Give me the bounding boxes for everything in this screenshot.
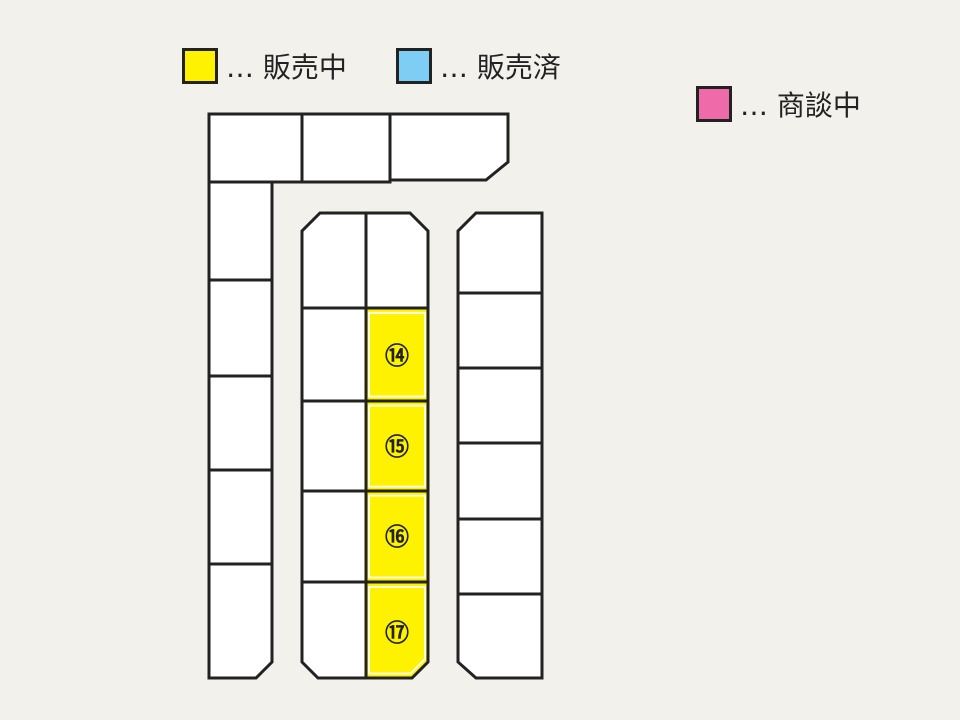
lot-17-inner-border [368, 586, 426, 675]
lot-right-2[interactable] [456, 291, 544, 370]
lot-left-3[interactable] [207, 374, 274, 472]
lot-15-inner-border [368, 404, 426, 488]
lot-16-inner-border [368, 494, 426, 579]
lot-right-6[interactable] [456, 592, 544, 680]
lot-mid-left-4[interactable] [300, 489, 368, 584]
lot-mid-right-1[interactable] [364, 211, 430, 310]
legend-sold: … 販売済 [396, 44, 561, 88]
lot-right-3[interactable] [456, 366, 544, 445]
lot-left-5[interactable] [207, 562, 274, 680]
legend-swatch-for-sale [182, 48, 218, 84]
legend-swatch-negotiating [696, 86, 732, 122]
lot-mid-left-1[interactable] [300, 211, 368, 310]
lot-right-5[interactable] [456, 517, 544, 596]
lot-right-4[interactable] [456, 441, 544, 521]
legend-label-for-sale: … 販売中 [226, 51, 347, 84]
legend-negotiating: … 商談中 [696, 82, 861, 126]
lot-mid-left-5[interactable] [300, 580, 368, 680]
lot-16-label: ⑯ [385, 523, 409, 551]
legend-for-sale: … 販売中 [182, 44, 347, 88]
lot-15-label: ⑮ [385, 433, 409, 461]
legend-swatch-sold [396, 48, 432, 84]
lot-right-1[interactable] [456, 211, 544, 295]
lot-top-1[interactable] [207, 112, 304, 184]
legend-label-sold: … 販売済 [440, 51, 561, 84]
status-lots: ⑭ ⑮ ⑯ ⑰ [364, 306, 430, 680]
lot-left-2[interactable] [207, 278, 274, 378]
lot-mid-left-3[interactable] [300, 399, 368, 493]
lot-left-1[interactable] [207, 180, 274, 282]
lot-17-label: ⑰ [385, 619, 409, 647]
lot-left-4[interactable] [207, 468, 274, 566]
legend-label-negotiating: … 商談中 [740, 89, 861, 122]
lot-top-3[interactable] [388, 112, 510, 182]
lot-17[interactable] [364, 580, 430, 680]
lot-mid-left-2[interactable] [300, 306, 368, 403]
lot-top-2[interactable] [300, 112, 392, 184]
lot-14-inner-border [368, 311, 426, 398]
lot-14-label: ⑭ [385, 342, 409, 370]
plain-lots [207, 112, 544, 680]
